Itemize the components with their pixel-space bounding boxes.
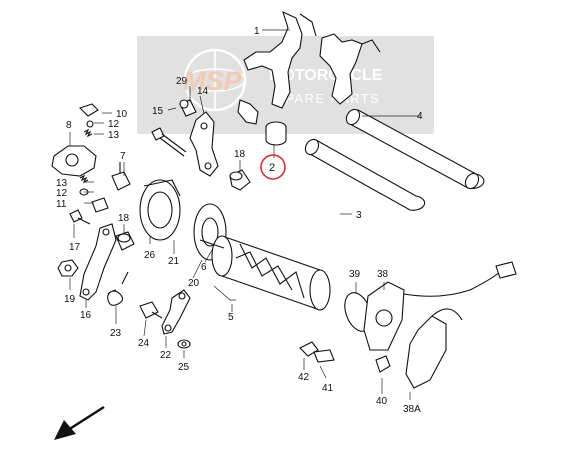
gear-position-sensor-parts xyxy=(299,261,517,389)
callout-22: 22 xyxy=(160,350,172,361)
callout-40: 40 xyxy=(376,396,388,407)
callout-18b: 18 xyxy=(118,213,130,224)
callout-6: 6 xyxy=(201,262,207,273)
callout-42: 42 xyxy=(298,372,310,383)
callout-14: 14 xyxy=(197,86,209,97)
callout-2: 2 xyxy=(269,162,275,174)
callout-18a: 18 xyxy=(234,149,246,160)
watermark-logo-text: MSP xyxy=(183,66,243,96)
callout-16: 16 xyxy=(80,310,92,321)
gear-shift-parts-upper-left xyxy=(151,99,251,191)
callout-24: 24 xyxy=(138,338,150,349)
fork-roller-part xyxy=(265,121,287,146)
callout-25: 25 xyxy=(178,362,190,373)
callout-13a: 13 xyxy=(108,130,120,141)
front-direction-arrow xyxy=(54,405,105,440)
callout-11: 11 xyxy=(56,199,67,210)
watermark-line2: SPARE PARTS xyxy=(275,91,380,106)
leader-lines xyxy=(69,29,420,400)
fork-shaft-4 xyxy=(345,108,485,190)
callout-21: 21 xyxy=(168,256,180,267)
watermark-line1: MOTORCYCLE xyxy=(269,67,383,84)
callout-10: 10 xyxy=(116,109,128,120)
gear-shift-parts-left xyxy=(51,103,109,225)
fork-shaft-3 xyxy=(304,138,426,211)
callout-3: 3 xyxy=(356,210,362,221)
gear-shift-lower-parts xyxy=(57,223,191,349)
callout-29: 29 xyxy=(176,76,188,87)
highlight-circle xyxy=(260,154,286,180)
callout-12b: 12 xyxy=(56,188,68,199)
callout-39: 39 xyxy=(349,269,361,280)
callout-38a: 38A xyxy=(403,404,421,415)
callout-13b: 13 xyxy=(56,178,68,189)
callout-1: 1 xyxy=(254,26,260,37)
callout-23: 23 xyxy=(110,328,122,339)
callout-41: 41 xyxy=(322,383,334,394)
gear-shift-cam-drum xyxy=(199,235,331,311)
callout-20: 20 xyxy=(188,278,200,289)
callout-7: 7 xyxy=(120,151,126,162)
callout-5: 5 xyxy=(228,312,234,323)
callout-15: 15 xyxy=(152,106,164,117)
callout-12a: 12 xyxy=(108,119,120,130)
gear-shift-cam-assembly xyxy=(111,162,227,261)
callout-19: 19 xyxy=(64,294,76,305)
callout-8: 8 xyxy=(66,120,72,131)
callout-26: 26 xyxy=(144,250,156,261)
shift-fork-1 xyxy=(237,10,381,125)
callout-labels: 1 2 3 4 5 6 7 8 10 12 13 13 12 11 14 15 … xyxy=(56,26,423,415)
callout-38: 38 xyxy=(377,269,389,280)
callout-17: 17 xyxy=(69,242,81,253)
callout-4: 4 xyxy=(417,111,423,122)
